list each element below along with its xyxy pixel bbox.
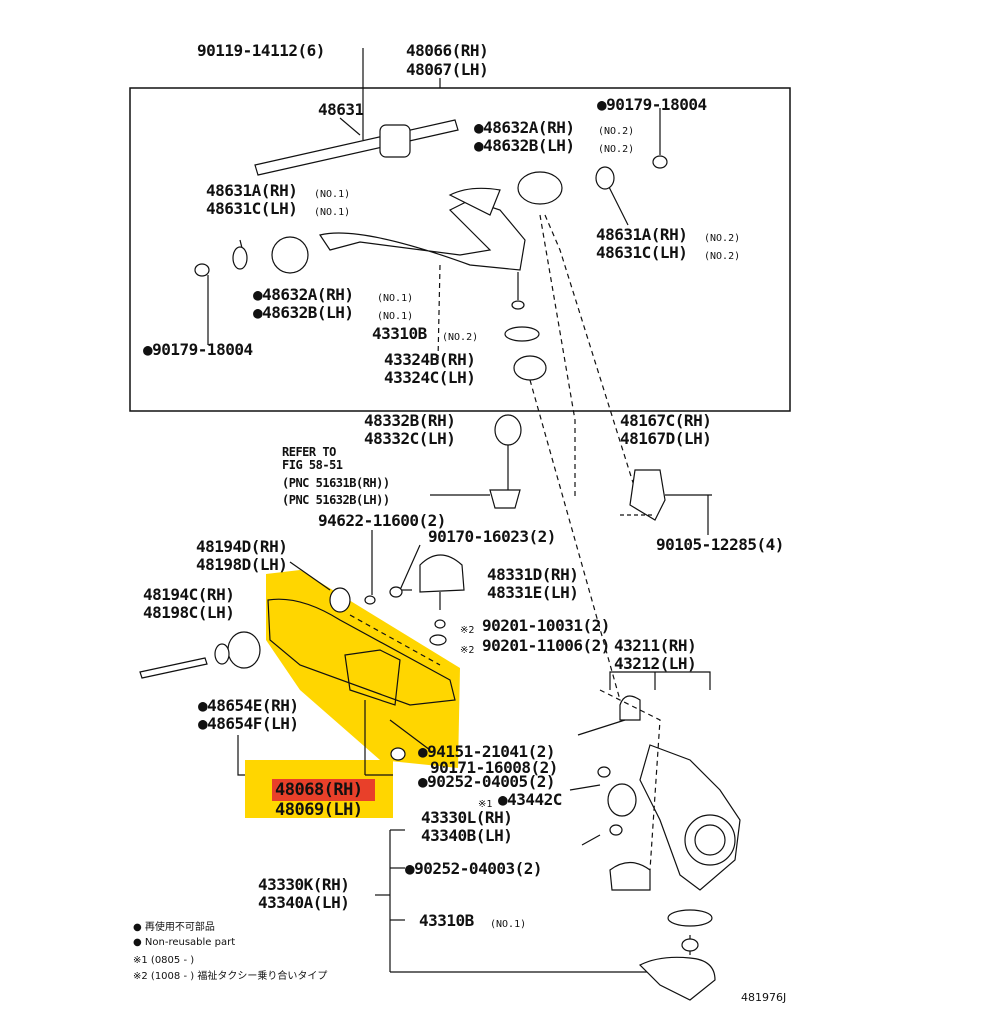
- label-94622-11600: 94622-11600(2): [318, 511, 446, 530]
- label-90252-04005: ●90252-04005(2): [418, 772, 556, 791]
- note-no2: (NO.2): [704, 251, 741, 262]
- label-43442C: ●43442C: [498, 790, 562, 809]
- note-no1: (NO.1): [377, 311, 414, 322]
- note-mark2: ※2: [460, 645, 475, 656]
- label-90201-10031: 90201-10031(2): [482, 616, 610, 635]
- label-48631C-no1: 48631C(LH): [206, 199, 298, 218]
- note-no2: (NO.2): [598, 126, 635, 137]
- label-48632B-no1: ●48632B(LH): [253, 303, 354, 322]
- label-48194D: 48194D(RH): [196, 537, 288, 556]
- label-48069[interactable]: 48069(LH): [275, 800, 363, 820]
- label-90252-04003: ●90252-04003(2): [405, 859, 543, 878]
- selected-part-highlight: [272, 779, 375, 801]
- label-48331E: 48331E(LH): [487, 583, 579, 602]
- label-48167C: 48167C(RH): [620, 411, 712, 430]
- label-48631A-no1: 48631A(RH): [206, 181, 298, 200]
- label-48067: 48067(LH): [406, 60, 489, 79]
- label-90105-12285: 90105-12285(4): [656, 535, 784, 554]
- label-43340A: 43340A(LH): [258, 893, 350, 912]
- note-no1: (NO.1): [314, 189, 351, 200]
- label-43324C: 43324C(LH): [384, 368, 476, 387]
- pnc-rh: (PNC 51631B(RH)): [282, 476, 390, 490]
- label-48066: 48066(RH): [406, 41, 489, 60]
- note-mark1: ※1: [478, 799, 493, 810]
- refer-to-label: REFER TO: [282, 445, 336, 459]
- label-43310B-lower: 43310B: [419, 911, 474, 930]
- label-48167D: 48167D(LH): [620, 429, 712, 448]
- label-48631C-no2: 48631C(LH): [596, 243, 688, 262]
- label-90119-14112: 90119-14112(6): [197, 41, 325, 60]
- label-43310B-upper: 43310B: [372, 324, 427, 343]
- label-90171-16008: 90171-16008(2): [430, 758, 558, 777]
- label-48198C: 48198C(LH): [143, 603, 235, 622]
- label-48331D: 48331D(RH): [487, 565, 579, 584]
- legend-note2: ※2 (1008 - ) 福祉タクシー乗り合いタイプ: [133, 971, 328, 982]
- label-48654E: ●48654E(RH): [198, 696, 299, 715]
- note-no1: (NO.1): [377, 293, 414, 304]
- note-mark2: ※2: [460, 625, 475, 636]
- label-48068-selected[interactable]: 48068(RH): [275, 780, 363, 800]
- label-90179-18004-top: ●90179-18004: [597, 95, 707, 114]
- note-no2: (NO.2): [704, 233, 741, 244]
- label-48332C: 48332C(LH): [364, 429, 456, 448]
- note-no1: (NO.1): [314, 207, 351, 218]
- label-48631A-no2: 48631A(RH): [596, 225, 688, 244]
- label-90201-11006: 90201-11006(2): [482, 636, 610, 655]
- legend-jp: ● 再使用不可部品: [133, 922, 215, 933]
- label-94151-21041: ●94151-21041(2): [418, 742, 556, 761]
- note-no2: (NO.2): [442, 332, 479, 343]
- label-48194C: 48194C(RH): [143, 585, 235, 604]
- label-43340B: 43340B(LH): [421, 826, 513, 845]
- label-48632A-no1: ●48632A(RH): [253, 285, 354, 304]
- label-43211: 43211(RH): [614, 636, 697, 655]
- label-48632B-no2: ●48632B(LH): [474, 136, 575, 155]
- label-43330L: 43330L(RH): [421, 808, 513, 827]
- label-48198D: 48198D(LH): [196, 555, 288, 574]
- label-48332B: 48332B(RH): [364, 411, 456, 430]
- legend-en: ● Non-reusable part: [133, 937, 236, 948]
- fig-ref-link[interactable]: FIG 58-51: [282, 458, 343, 472]
- label-48654F: ●48654F(LH): [198, 714, 299, 733]
- label-43330K: 43330K(RH): [258, 875, 350, 894]
- note-no1: (NO.1): [490, 919, 527, 930]
- label-90170-16023: 90170-16023(2): [428, 527, 556, 546]
- label-90179-18004-left: ●90179-18004: [143, 340, 253, 359]
- pnc-lh: (PNC 51632B(LH)): [282, 493, 390, 507]
- label-48631: 48631: [318, 100, 364, 119]
- note-no2: (NO.2): [598, 144, 635, 155]
- label-43324B: 43324B(RH): [384, 350, 476, 369]
- label-48632A-no2: ●48632A(RH): [474, 118, 575, 137]
- legend-note1: ※1 (0805 - ): [133, 955, 195, 966]
- illustration-number: 481976J: [741, 991, 787, 1004]
- label-43212: 43212(LH): [614, 654, 697, 673]
